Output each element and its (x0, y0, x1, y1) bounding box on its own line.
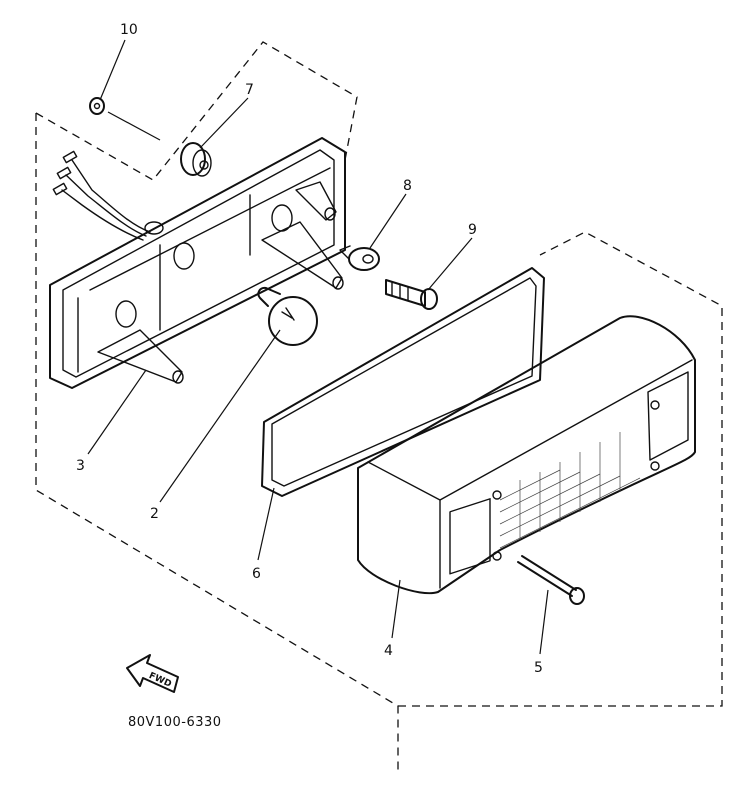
callout-6: 6 (252, 566, 261, 582)
screw (385, 279, 438, 310)
callout-4: 4 (384, 643, 393, 659)
assembly-boundary-lines (35, 41, 723, 775)
callout-3: 3 (76, 458, 85, 474)
lamp-housing (49, 137, 346, 389)
lens-screw (517, 555, 585, 605)
gasket (261, 267, 545, 497)
callout-labels: 10 7 8 9 3 2 6 4 5 (76, 22, 543, 676)
forward-arrow-icon: FWD (126, 654, 179, 693)
washer (339, 245, 380, 271)
callout-8: 8 (403, 178, 412, 194)
part-code: 80V100-6330 (128, 715, 222, 730)
callout-9: 9 (468, 222, 477, 238)
grommet (180, 142, 212, 177)
callout-10: 10 (120, 22, 138, 38)
lens (357, 315, 696, 595)
callout-7: 7 (245, 82, 254, 98)
leader-lines (87, 39, 549, 655)
bulb (257, 286, 318, 346)
nut (89, 97, 105, 115)
callout-5: 5 (534, 660, 543, 676)
callout-2: 2 (150, 506, 159, 522)
